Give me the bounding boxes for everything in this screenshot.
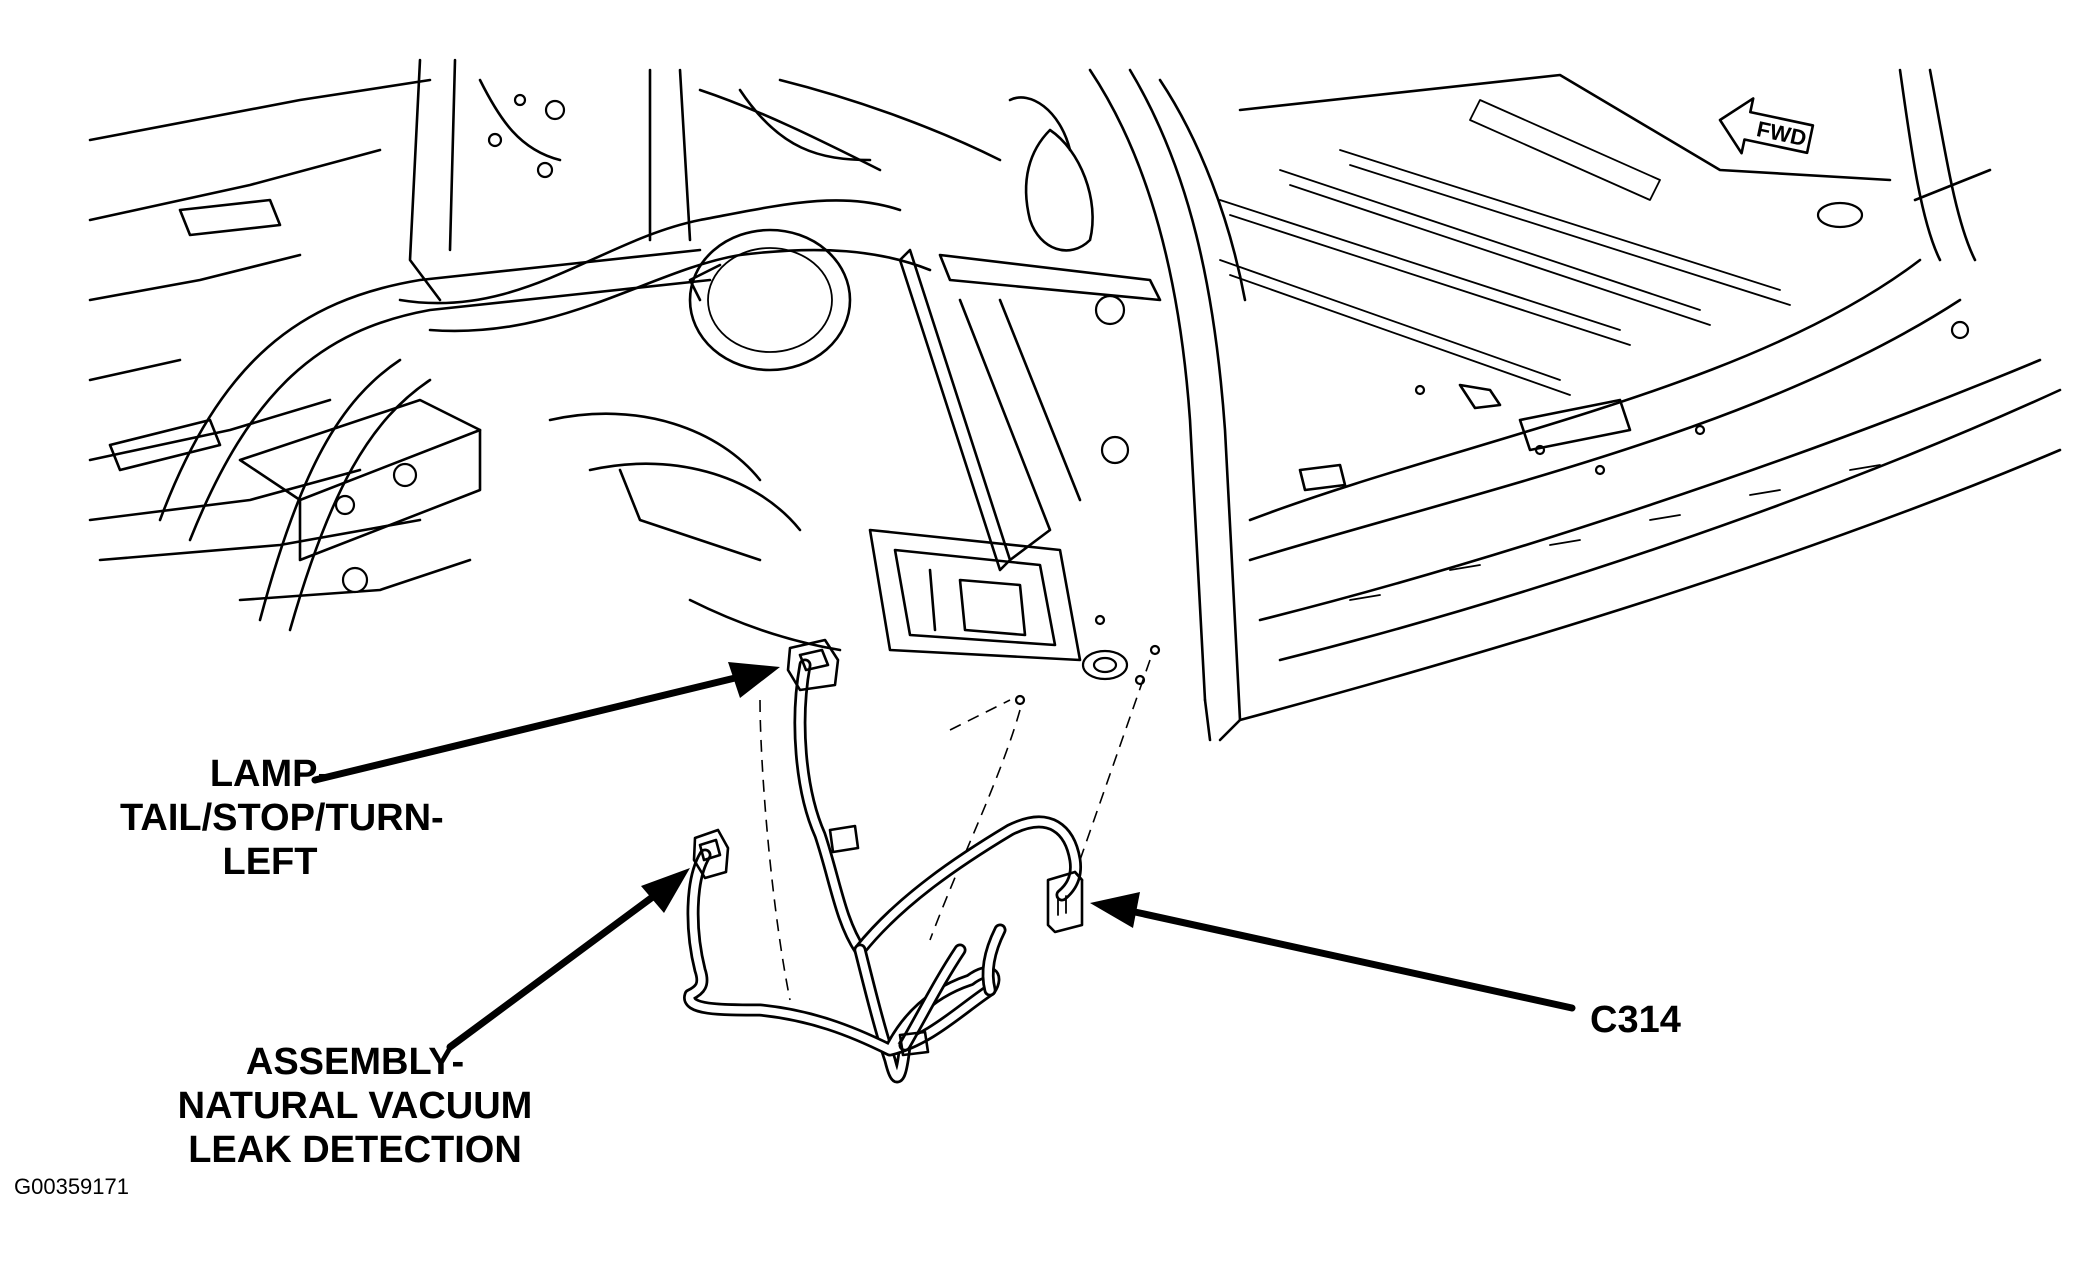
wiring-harness <box>683 658 1083 1084</box>
wheelhouse-panel <box>398 68 1162 706</box>
lamp-label-line-3: LEFT <box>222 841 318 883</box>
lamp-tail-stop-turn-left-label: LAMP- TAIL/STOP/TURN- LEFT <box>120 752 444 884</box>
mounting-guide-lines <box>759 659 1151 1001</box>
c314-connector <box>1046 870 1084 934</box>
nvld-assembly-label: ASSEMBLY- NATURAL VACUUM LEAK DETECTION <box>165 1040 545 1172</box>
figure-id: G00359171 <box>14 1174 129 1199</box>
lamp-connector <box>786 638 840 692</box>
fwd-arrow-icon: FWD <box>1718 97 1815 155</box>
cargo-floor <box>1203 68 2062 742</box>
lamp-label-line-2: TAIL/STOP/TURN- <box>120 797 444 839</box>
nvld-assembly <box>692 828 730 880</box>
assembly-label-line-1: ASSEMBLY- <box>245 1041 465 1083</box>
left-frame-structure <box>88 58 712 632</box>
callout-arrow-c314 <box>1090 892 1576 1012</box>
fwd-label: FWD <box>1754 116 1808 151</box>
callout-arrow-lamp <box>311 662 780 784</box>
assembly-label-line-2: NATURAL VACUUM <box>177 1085 533 1127</box>
callout-arrow-assembly <box>446 868 690 1051</box>
rear-pillar <box>1008 68 1247 722</box>
assembly-label-line-3: LEAK DETECTION <box>188 1129 522 1171</box>
lamp-label-line-1: LAMP- <box>209 753 331 795</box>
c314-connector-label: C314 <box>1590 999 1681 1041</box>
